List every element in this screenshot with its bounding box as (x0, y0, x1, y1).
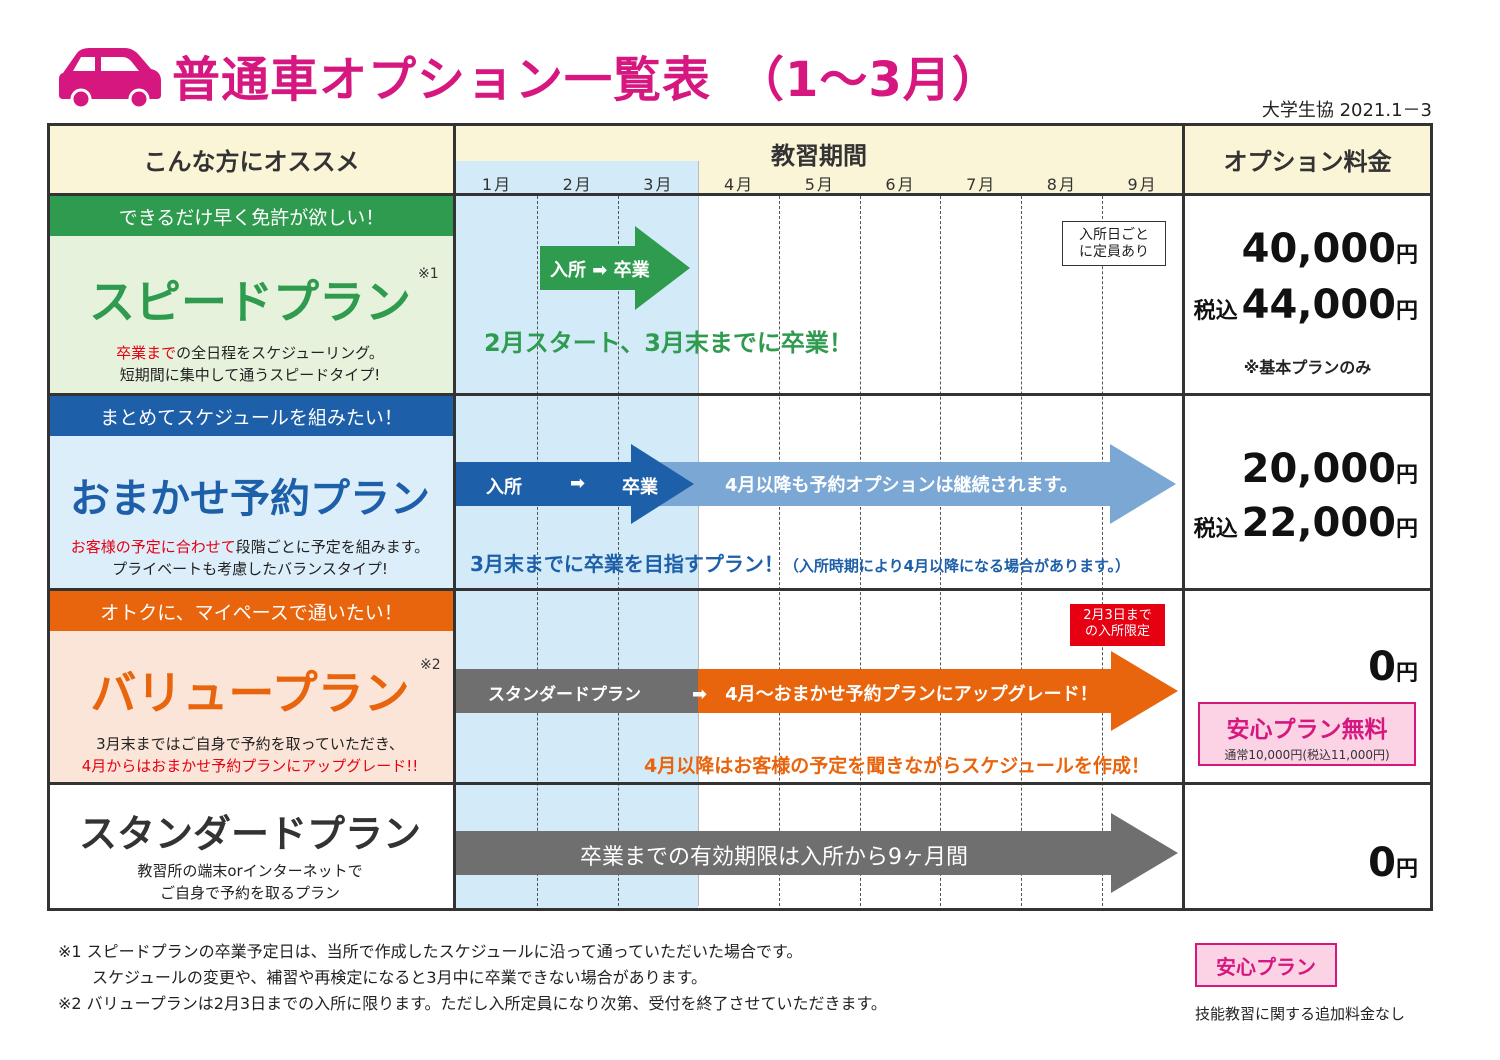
month-label: 7月 (966, 175, 997, 194)
standard-plan-name: スタンダードプラン (78, 812, 421, 856)
standard-plan-arrow (456, 813, 1178, 893)
value-plan-arrow-gray (456, 669, 698, 713)
month-label: 1月 (481, 175, 513, 194)
standard-plan-desc: 教習所の端末orインターネットで ご自身で予約を取るプラン (137, 862, 363, 902)
omakase-plan-arrow (456, 444, 694, 524)
option-table: こんな方にオススメ 教習期間 オプション料金 1月 2月 3月 4月 5月 6月 7月 8月 9… (47, 123, 1433, 911)
speed-plan-arrow (540, 226, 690, 310)
value-plan-note: 4月以降はお客様の予定を聞きながらスケジュールを作成！ (644, 755, 1150, 777)
omakase-plan-cell: まとめてスケジュールを組みたい！ おまかせ予約プラン お客様の予定に合わせて段階… (50, 396, 453, 588)
value-plan-anshin-free: 安心プラン無料 (1226, 717, 1388, 743)
speed-plan-cell: できるだけ早く免許が欲しい！ スピードプラン ※1 卒業までの全日程をスケジュー… (50, 196, 453, 393)
speed-plan-price: 40,000円 (1241, 226, 1418, 272)
value-plan-limited-badge: 2月3日までの入所限定 (1070, 604, 1165, 646)
month-divider (698, 161, 699, 906)
value-plan-anshin-badge: 安心プラン無料 通常10,000円(税込11,000円) (1198, 702, 1416, 766)
month-label: 8月 (1046, 175, 1077, 194)
omakase-plan-arrow-out: 卒業 (622, 477, 658, 498)
header-period-label: 教習期間 (771, 142, 867, 170)
month-divider (940, 196, 941, 906)
omakase-plan-name: おまかせ予約プラン (70, 476, 430, 522)
page-issuer: 大学生協 2021.1－3 (1261, 100, 1432, 121)
omakase-plan-arrow-ext-label: 4月以降も予約オプションは継続されます。 (725, 475, 1078, 496)
speed-plan-capacity-note: 入所日ごとに定員あり (1062, 221, 1166, 266)
value-plan-arrow-orange (696, 651, 1178, 731)
standard-plan-cell: スタンダードプラン 教習所の端末orインターネットで ご自身で予約を取るプラン (50, 785, 453, 908)
month-divider (860, 196, 861, 906)
footnote-2: ※2 バリュープランは2月3日までの入所に限ります。ただし入所定員になり次第、受… (58, 994, 887, 1013)
value-plan-arrow-gray-label: スタンダードプラン (488, 685, 641, 705)
car-icon (59, 48, 161, 107)
omakase-plan-desc: お客様の予定に合わせて段階ごとに予定を組みます。 プライベートも考慮したバランス… (70, 538, 430, 578)
omakase-plan-band: まとめてスケジュールを組みたい！ (50, 396, 453, 436)
value-plan-desc: 3月末まではご自身で予約を取っていただき、 4月からはおまかせ予約プランにアップ… (81, 735, 419, 775)
month-label: 4月 (724, 175, 755, 194)
month-label: 2月 (562, 175, 593, 194)
value-plan-price: 0円 (1368, 644, 1418, 690)
speed-plan-arrow-label: 入所 ➡ 卒業 (550, 260, 650, 281)
month-label: 6月 (885, 175, 916, 194)
omakase-plan-arrow-in: 入所 (486, 477, 522, 498)
speed-plan-price-note: ※基本プランのみ (1243, 358, 1372, 377)
value-plan-anshin-note: 通常10,000円(税込11,000円) (1224, 748, 1390, 762)
speed-plan-note: 2月スタート、3月末までに卒業！ (484, 329, 853, 357)
month-label: 5月 (804, 175, 835, 194)
value-plan-cell: オトクに、マイペースで通いたい！ バリュープラン ※2 3月末まではご自身で予約… (50, 591, 453, 782)
month-divider (1102, 196, 1103, 906)
omakase-plan-arrow-mid: ➡ (570, 473, 586, 494)
standard-plan-price: 0円 (1368, 840, 1418, 886)
value-plan-arrow-orange-label: ➡ 4月～おまかせ予約プランにアップグレード！ (692, 684, 1098, 705)
omakase-plan-price: 20,000円 (1241, 446, 1418, 492)
month-divider (618, 196, 619, 906)
speed-plan-name: スピードプラン (89, 275, 411, 329)
month-divider (537, 196, 538, 906)
month-label: 9月 (1127, 175, 1158, 194)
footnote-1-line2: スケジュールの変更や、補習や再検定になると3月中に卒業できない場合があります。 (92, 968, 707, 987)
speed-plan-mark: ※1 (418, 266, 439, 282)
header-price: オプション料金 (1185, 126, 1430, 193)
value-plan-band: オトクに、マイペースで通いたい！ (50, 591, 453, 631)
speed-plan-band: できるだけ早く免許が欲しい！ (50, 196, 453, 236)
speed-plan-desc: 卒業までの全日程をスケジューリング。 短期間に集中して通うスピードタイプ! (116, 344, 384, 384)
anshin-plan-legend: 安心プラン (1195, 943, 1337, 987)
standard-plan-arrow-label: 卒業までの有効期限は入所から9ヶ月間 (580, 845, 968, 870)
anshin-plan-legend-desc: 技能教習に関する追加料金なし (1195, 1005, 1406, 1023)
omakase-plan-note: 3月末までに卒業を目指すプラン！（入所時期により4月以降になる場合があります。） (470, 552, 1131, 576)
month-divider (1021, 196, 1022, 906)
month-divider (779, 196, 780, 906)
value-plan-name: バリュープラン (90, 666, 410, 720)
footnote-1-line1: ※1 スピードプランの卒業予定日は、当所で作成したスケジュールに沿って通っていた… (58, 942, 803, 961)
page-title: 普通車オプション一覧表 （1～3月） (172, 52, 1001, 108)
omakase-plan-arrow-extended (610, 444, 1176, 524)
value-plan-mark: ※2 (420, 657, 441, 673)
month-label: 3月 (643, 175, 674, 194)
header-recommend: こんな方にオススメ (50, 126, 453, 193)
